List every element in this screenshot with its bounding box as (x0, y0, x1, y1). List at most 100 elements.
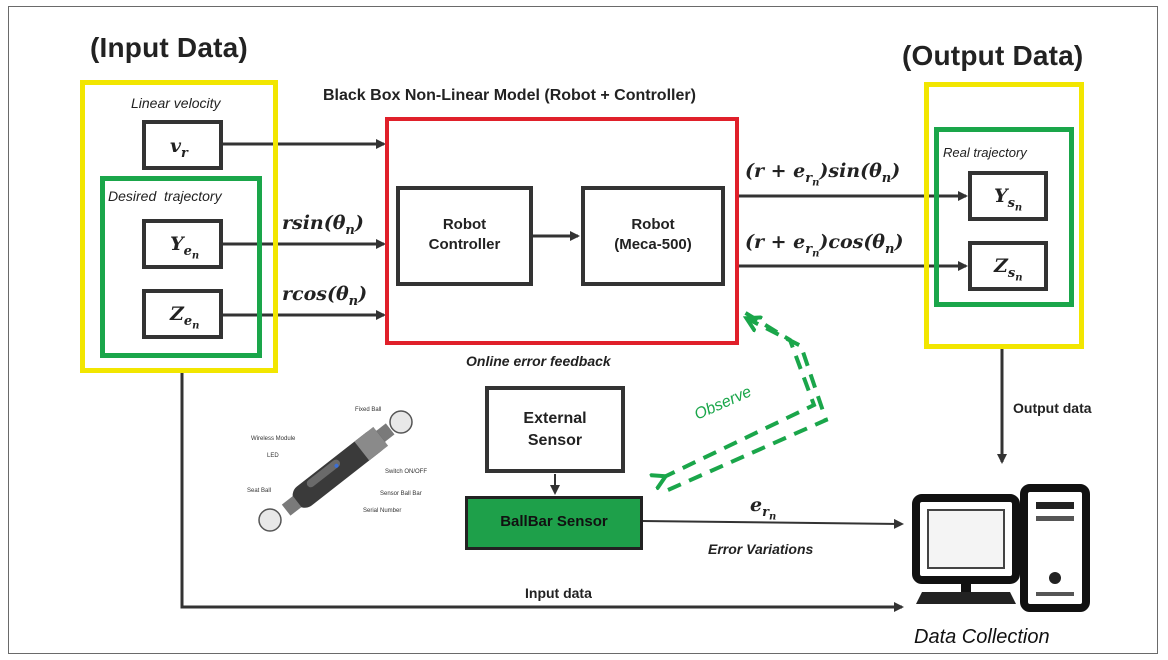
input-data-label: Input data (525, 585, 592, 601)
label-fixed-ball: Fixed Ball (355, 407, 381, 413)
y-s-box: Ysn (968, 171, 1048, 221)
data-collection-label: Data Collection (914, 626, 1050, 648)
label-serial-number: Serial Number (363, 508, 401, 514)
real-trajectory-label: Real trajectory (943, 145, 1027, 160)
y-e-subsub: n (191, 250, 200, 262)
output-sin-pre: (r + e (745, 160, 806, 182)
black-box-model (385, 117, 739, 345)
y-e-sub-wrap: en (183, 243, 200, 262)
online-error-feedback-label: Online error feedback (466, 353, 611, 369)
rsin-sub: n (345, 222, 355, 238)
output-data-title-bold: (Output (902, 40, 1005, 71)
desired-trajectory-label: Desired trajectory (108, 188, 222, 204)
error-sub-wrap: rn (762, 504, 777, 523)
y-s-subsub: n (1014, 202, 1023, 214)
rcos-label: rcos(θn) (282, 283, 367, 309)
robot-meca500-line1: Robot (631, 216, 675, 233)
y-e-base: Y (170, 233, 184, 255)
rsin-close: ) (354, 212, 364, 234)
label-seat-ball: Seat Ball (247, 488, 271, 494)
output-sin-subsub: n (812, 177, 820, 189)
external-sensor-line1: External (523, 410, 587, 427)
z-e-base: Z (170, 303, 184, 325)
ballbar-sensor-box: BallBar Sensor (465, 496, 643, 550)
z-s-subsub: n (1015, 272, 1023, 284)
z-e-sub-wrap: en (183, 313, 200, 332)
v-r-box: vr (142, 120, 223, 170)
robot-controller-label: Robot Controller (400, 215, 529, 255)
input-data-title: (Input Data) (90, 32, 248, 63)
robot-controller-line2: Controller (428, 236, 501, 253)
z-s-symbol: Zsn (994, 255, 1022, 283)
output-data-title-rest: Data) (1004, 40, 1084, 71)
label-switch: Switch ON/OFF (385, 469, 427, 475)
robot-controller-box: Robot Controller (396, 186, 533, 286)
v-r-symbol: vr (170, 135, 188, 161)
output-cos-pre: (r + e (745, 231, 806, 253)
y-e-sub: e (183, 243, 192, 259)
output-cos-subsub: n (812, 248, 820, 260)
external-sensor-label: External Sensor (489, 408, 621, 452)
output-sin-theta-sub: n (881, 170, 892, 186)
computer-icon (912, 484, 1090, 612)
v-r-sub: r (181, 145, 188, 161)
error-subsub: n (768, 511, 777, 523)
rsin-label: rsin(θn) (282, 212, 364, 238)
z-e-subsub: n (192, 320, 200, 332)
label-led: LED (267, 453, 279, 459)
v-r-base: v (170, 135, 182, 157)
diagram-frame (8, 6, 1158, 654)
z-e-sub: e (183, 313, 193, 329)
output-cos-theta-sub: n (884, 241, 895, 257)
arrow-ballbar-to-collection (641, 518, 904, 529)
output-cos-post: )cos(θ (819, 231, 885, 253)
ballbar-sensor-label: BallBar Sensor (500, 513, 608, 530)
z-s-box: Zsn (968, 241, 1048, 291)
output-cos-label: (r + ern)cos(θn) (745, 231, 903, 259)
error-symbol: ern (750, 494, 776, 522)
seat-ball (258, 508, 282, 532)
error-variations-label: Error Variations (708, 541, 814, 557)
output-sin-sub-wrap: rn (805, 170, 820, 189)
output-sin-post: )sin(θ (819, 160, 882, 182)
output-data-title: (Output Data) (902, 40, 1083, 72)
rsin-text: rsin(θ (282, 212, 346, 234)
output-sin-label: (r + ern)sin(θn) (745, 160, 900, 188)
label-wireless-module: Wireless Module (251, 436, 296, 442)
y-s-sub: s (1007, 195, 1015, 211)
output-cos-close: ) (894, 231, 904, 253)
y-s-symbol: Ysn (994, 185, 1022, 213)
y-e-box: Yen (142, 219, 223, 269)
z-e-box: Zen (142, 289, 223, 339)
robot-meca500-label: Robot (Meca-500) (585, 215, 721, 255)
robot-controller-line1: Robot (442, 216, 487, 233)
robot-meca500-box: Robot (Meca-500) (581, 186, 725, 286)
desired-trajectory-green-box (100, 176, 262, 358)
output-data-label: Output data (1013, 400, 1092, 416)
arrow-input-to-collection (180, 372, 904, 612)
external-sensor-line2: Sensor (527, 432, 583, 449)
error-base: e (750, 494, 763, 516)
external-sensor-box: External Sensor (485, 386, 625, 473)
label-sensor-ballbar: Sensor Ball Bar (380, 491, 422, 497)
y-s-sub-wrap: sn (1007, 195, 1023, 214)
y-s-base: Y (994, 185, 1008, 207)
output-yellow-box (924, 82, 1084, 349)
linear-velocity-label: Linear velocity (131, 95, 221, 111)
rcos-sub: n (348, 293, 359, 309)
z-e-symbol: Zen (170, 303, 199, 331)
rcos-close: ) (358, 283, 368, 305)
robot-meca500-line2: (Meca-500) (614, 236, 692, 253)
z-s-sub-wrap: sn (1007, 265, 1023, 284)
y-e-symbol: Yen (170, 233, 199, 261)
output-cos-sub-wrap: rn (805, 241, 820, 260)
ballbar-body (281, 423, 395, 516)
z-s-sub: s (1007, 265, 1016, 281)
rcos-text: rcos(θ (282, 283, 349, 305)
input-yellow-box (80, 80, 278, 373)
black-box-title: Black Box Non-Linear Model (Robot + Cont… (323, 87, 696, 104)
z-s-base: Z (994, 255, 1008, 277)
output-sin-close: ) (891, 160, 901, 182)
real-trajectory-green-box (934, 127, 1074, 307)
